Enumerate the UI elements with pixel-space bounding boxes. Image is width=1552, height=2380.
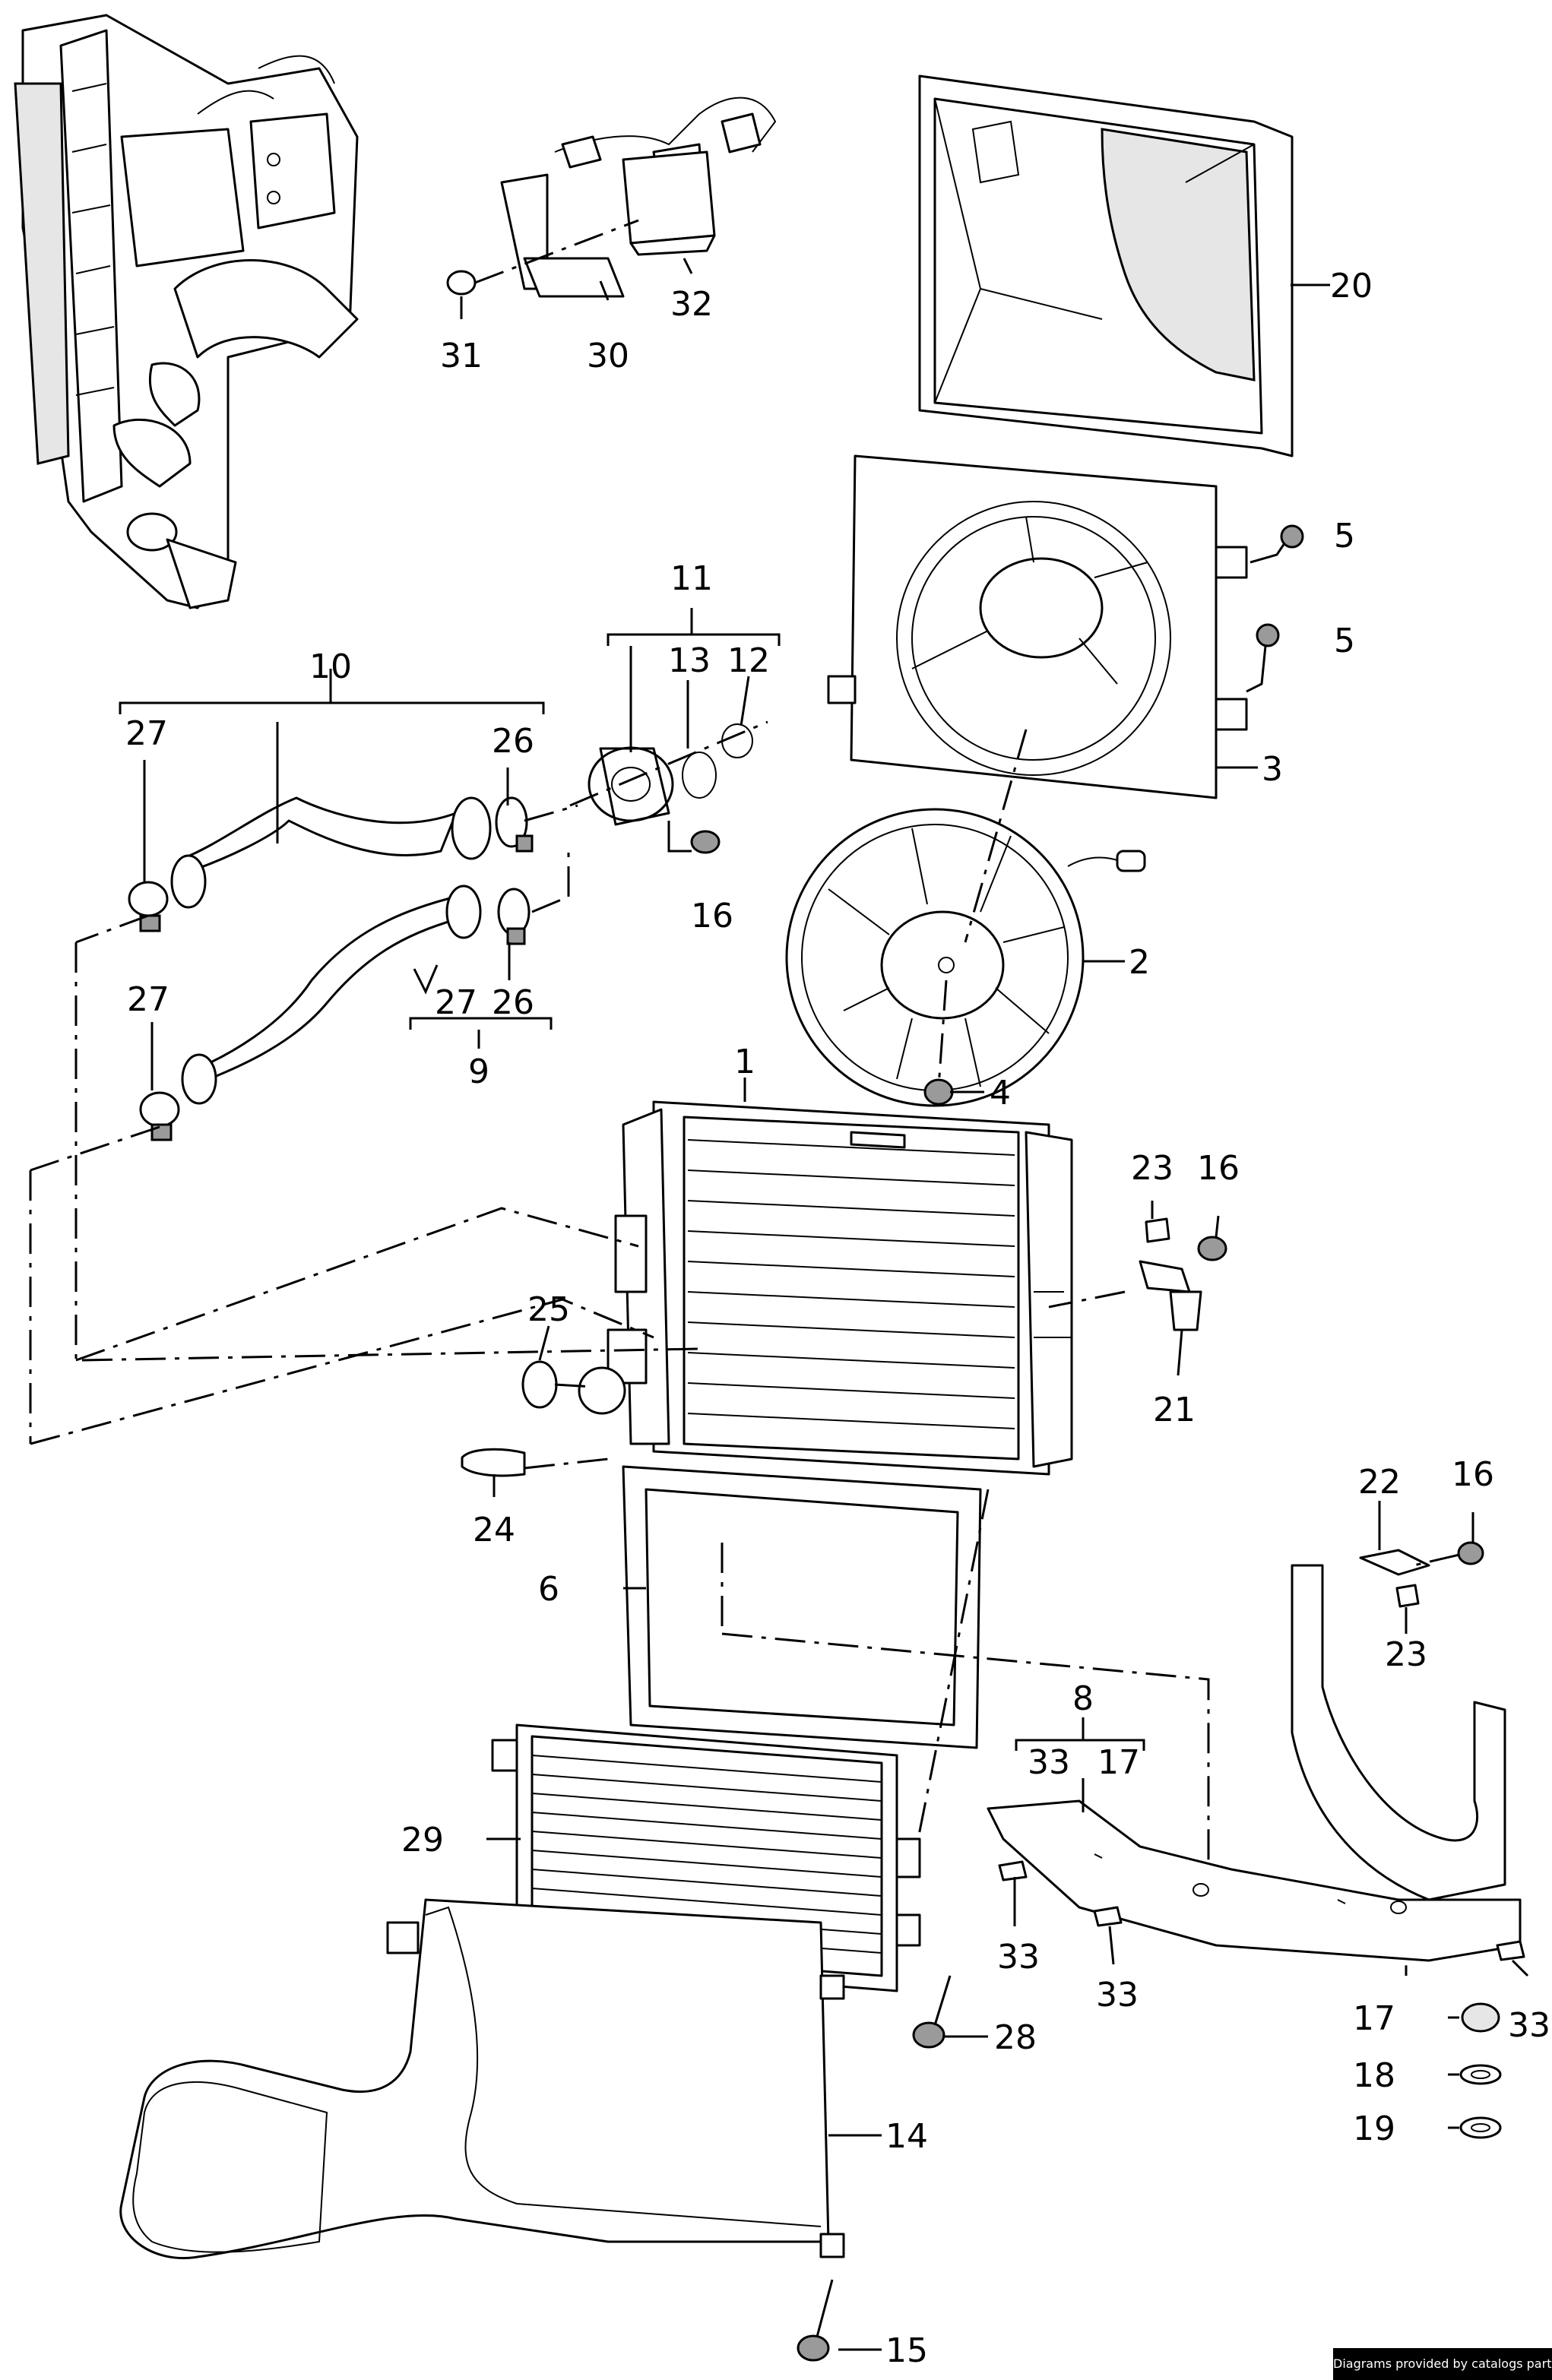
control-unit-bracket-illustration [446, 97, 777, 298]
callout-labels: 1 2 3 4 5 5 6 8 9 10 11 12 13 14 15 16 1… [125, 267, 1550, 2370]
cooling-fan-illustration [785, 729, 1146, 1107]
radiator-seal-frame-illustration [622, 1465, 1408, 1976]
callout-33: 33 [1508, 2006, 1550, 2045]
drain-plug-illustration [521, 1360, 594, 1409]
callout-10: 10 [309, 647, 352, 686]
callout-12: 12 [727, 641, 770, 680]
leader-lines [119, 258, 1529, 2351]
callout-18: 18 [1353, 2056, 1395, 2095]
callout-15: 15 [885, 2331, 928, 2370]
callout-6: 6 [538, 1570, 559, 1609]
callout-26: 26 [492, 722, 534, 761]
callout-23: 23 [1385, 1635, 1427, 1674]
callout-26: 26 [492, 983, 534, 1022]
fan-housing-illustration [827, 454, 1248, 799]
credit-badge: Diagrams provided by catalogs parts [1333, 2348, 1552, 2380]
callout-24: 24 [473, 1511, 515, 1549]
callout-32: 32 [670, 285, 713, 324]
callout-2: 2 [1129, 943, 1150, 982]
screw-5-illustrations [1246, 524, 1304, 693]
callout-16: 16 [1197, 1149, 1240, 1188]
callout-20: 20 [1330, 267, 1373, 305]
callout-27: 27 [125, 714, 168, 753]
air-intake-duct-illustration [119, 1898, 845, 2259]
callout-14: 14 [885, 2117, 928, 2156]
callout-33: 33 [997, 1938, 1040, 1976]
callout-28: 28 [994, 2018, 1037, 2057]
radiator-module-assembly-illustration [14, 14, 359, 609]
callout-22: 22 [1358, 1463, 1401, 1502]
callout-29: 29 [401, 1821, 444, 1859]
callout-5: 5 [1334, 622, 1355, 660]
thermostat-flange-illustration [569, 720, 768, 826]
callout-4: 4 [990, 1074, 1011, 1112]
callout-13: 13 [668, 641, 711, 680]
callout-21: 21 [1153, 1391, 1196, 1429]
callout-27: 27 [435, 983, 477, 1022]
lower-coolant-hose-illustration [139, 885, 531, 1141]
callout-9: 9 [468, 1052, 489, 1091]
callout-33: 33 [1096, 1976, 1139, 2014]
callout-19: 19 [1353, 2109, 1395, 2148]
callout-30: 30 [587, 337, 629, 375]
lower-support-bracket-illustration [987, 1564, 1522, 1962]
clip-nut-33-illustrations [998, 1860, 1525, 1961]
bolt-16-upper-illustration [667, 821, 721, 854]
screw-15-illustration [797, 2279, 834, 2362]
callout-8: 8 [1072, 1679, 1094, 1718]
upper-coolant-hose-illustration [128, 796, 534, 932]
callout-17: 17 [1097, 1743, 1140, 1782]
callout-16: 16 [691, 897, 733, 935]
callout-23: 23 [1131, 1149, 1174, 1188]
bracket-21-illustration [1048, 1217, 1227, 1331]
fan-shroud-frame-illustration [918, 74, 1294, 457]
clip-24-illustration [461, 1448, 609, 1477]
callout-33: 33 [1028, 1743, 1070, 1782]
callout-1: 1 [734, 1043, 755, 1081]
callout-27: 27 [127, 980, 169, 1019]
bracket-22-illustration [1359, 1541, 1484, 1608]
callout-25: 25 [527, 1290, 570, 1329]
callout-16: 16 [1452, 1455, 1494, 1494]
callout-5: 5 [1334, 517, 1355, 555]
grommet-17-18-19-illustrations [1459, 2002, 1502, 2139]
callout-11: 11 [670, 559, 713, 598]
callout-3: 3 [1262, 750, 1283, 789]
callout-31: 31 [440, 337, 483, 375]
callout-17: 17 [1353, 1999, 1395, 2038]
fan-nut-illustration [923, 1078, 954, 1106]
screw-28-illustration [912, 1975, 952, 2049]
radiator-illustration [578, 1100, 1073, 1476]
